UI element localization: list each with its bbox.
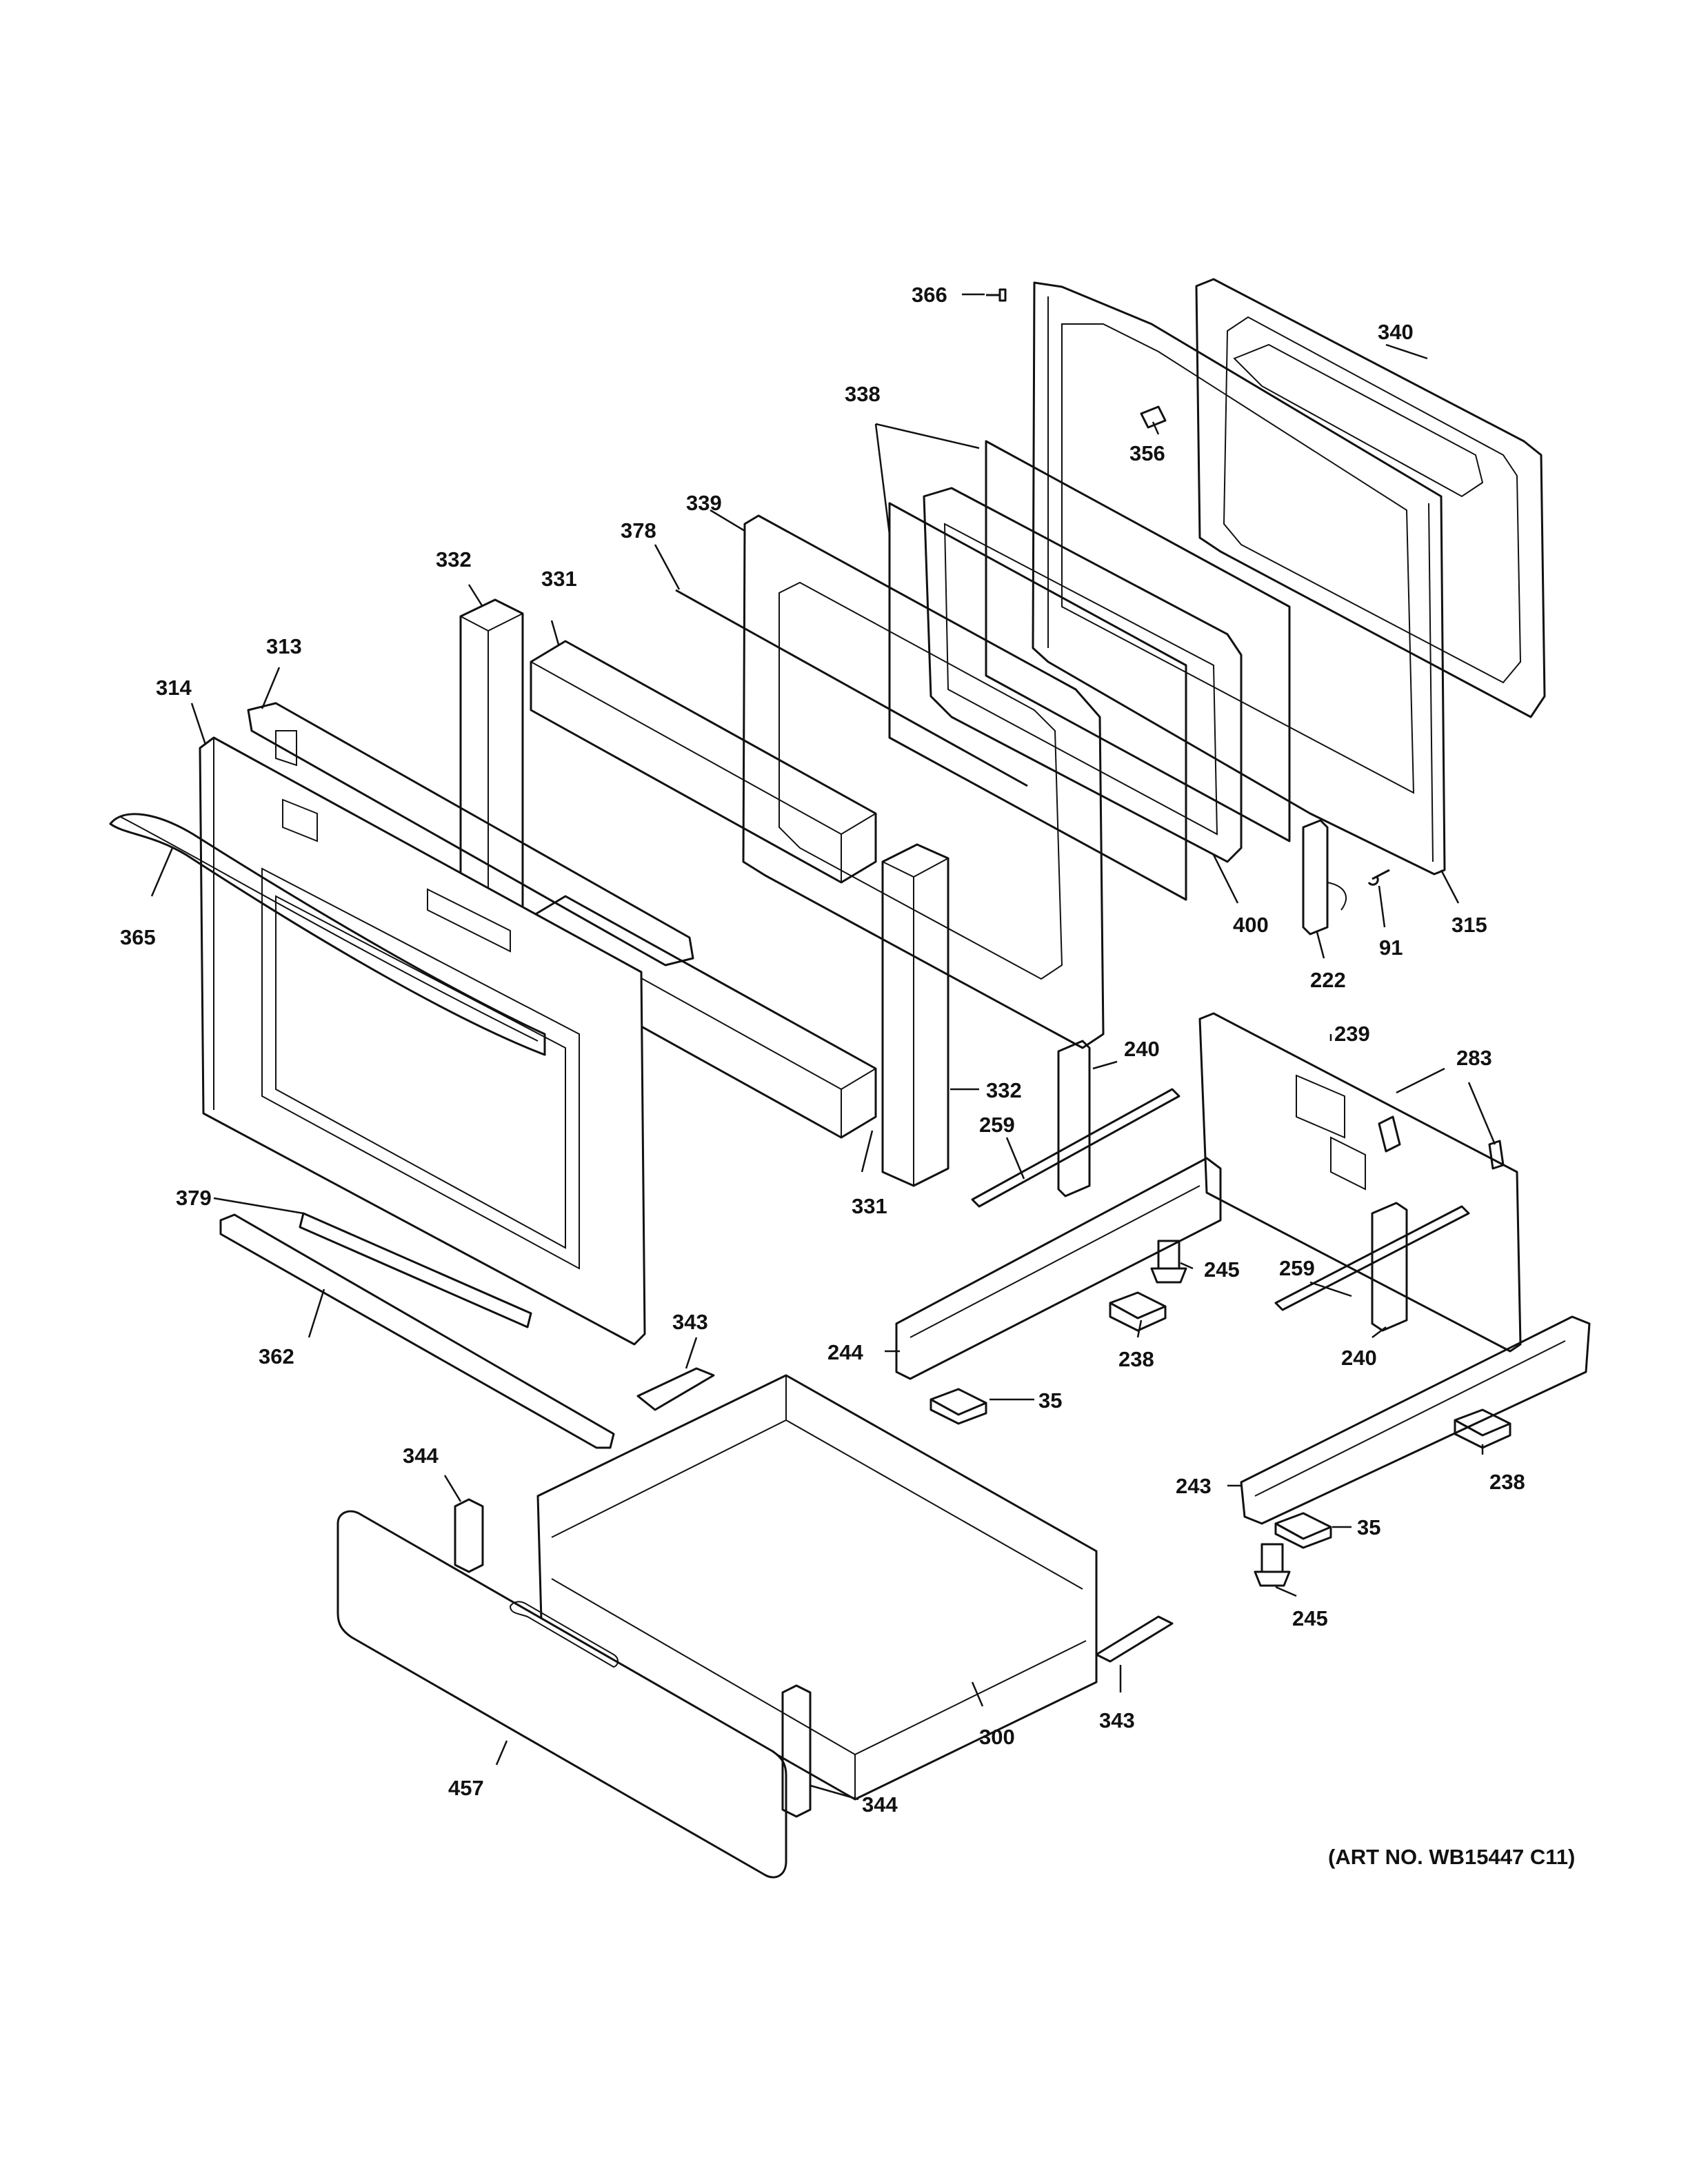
art-number-note: (ART NO. WB15447 C11) [1328,1845,1576,1869]
clip-356 [1140,405,1167,429]
strip-259-left [971,1088,1180,1208]
callout-344-bottom: 344 [862,1792,898,1817]
drawer-rail-344-right [781,1684,812,1818]
callout-91: 91 [1379,936,1403,960]
leveling-leg-245-lower [1254,1543,1291,1587]
vent-channel-313 [247,702,694,967]
outer-door-314 [199,736,646,1346]
bracket-283 [1378,1115,1505,1170]
glass-pack-400 [923,487,1243,863]
callout-259-right: 259 [1279,1256,1315,1280]
callout-379: 379 [176,1186,212,1210]
callout-222: 222 [1310,968,1346,992]
callout-245-top: 245 [1204,1257,1240,1282]
callout-339: 339 [686,491,722,515]
callout-259-left: 259 [979,1113,1015,1137]
callout-338: 338 [845,382,881,406]
door-inner-frame-315 [1032,281,1446,876]
hinge-222 [1302,819,1347,936]
callout-331-top: 331 [541,567,577,591]
trim-strip-379 [299,1212,532,1328]
callout-356: 356 [1129,441,1165,465]
callout-378: 378 [621,518,656,543]
callout-300: 300 [979,1725,1015,1749]
leader-lines [150,293,1496,1801]
screw-91 [1367,869,1390,886]
callout-283: 283 [1456,1046,1492,1070]
screw-366 [986,288,1007,302]
callout-343-top: 343 [672,1310,708,1334]
side-rail-244 [895,1157,1222,1380]
callout-244: 244 [827,1340,863,1364]
rod-378 [675,589,1028,787]
drawer-box-300 [536,1374,1098,1801]
drawer-glide-343-left [636,1367,715,1411]
glass-panel-338 [888,440,1291,901]
callout-245-bottom: 245 [1292,1606,1328,1630]
foot-35-lower [1274,1512,1332,1549]
foot-35-upper [930,1388,987,1425]
side-insulation-332-right [881,843,950,1187]
side-rail-243 [1240,1315,1591,1525]
leveling-leg-245-upper [1150,1240,1187,1284]
callout-457: 457 [448,1776,484,1800]
callout-239: 239 [1334,1022,1370,1046]
callout-343-bottom: 343 [1099,1708,1135,1732]
callout-340: 340 [1378,320,1414,344]
callout-314: 314 [156,676,192,700]
callout-243: 243 [1176,1474,1212,1498]
callout-313: 313 [266,634,302,658]
drawer-glide-343-right [1095,1615,1174,1663]
bracket-240-right [1371,1202,1408,1332]
callout-332-bottom: 332 [986,1078,1022,1102]
callout-238-bottom: 238 [1489,1470,1525,1494]
callout-35-top: 35 [1038,1388,1062,1413]
callout-labels: 366 340 356 338 339 378 332 331 313 314 … [120,283,1525,1817]
callout-240-bottom: 240 [1341,1346,1377,1370]
foot-238-upper [1109,1291,1167,1332]
door-handle-365 [109,813,546,1056]
rear-panel-239 [1198,1012,1522,1353]
drawer-front-457 [336,1510,787,1879]
callout-365: 365 [120,925,156,949]
callout-331-bottom: 331 [852,1194,887,1218]
callout-238-top: 238 [1118,1347,1154,1371]
insulation-top-331 [530,640,877,884]
callout-400: 400 [1233,913,1269,937]
callout-332-top: 332 [436,547,472,572]
callout-344-top: 344 [403,1444,439,1468]
inner-door-panel-339 [742,514,1105,1049]
callout-362: 362 [259,1344,294,1368]
bracket-240-left [1057,1040,1091,1197]
callout-366: 366 [912,283,947,307]
callout-35-bottom: 35 [1357,1515,1380,1539]
drawer-rail-344-left [454,1498,484,1573]
door-liner-340 [1195,278,1546,718]
strip-259-right [1274,1205,1470,1311]
callout-315: 315 [1451,913,1487,937]
callout-240-top: 240 [1124,1037,1160,1061]
rail-362 [219,1213,615,1449]
